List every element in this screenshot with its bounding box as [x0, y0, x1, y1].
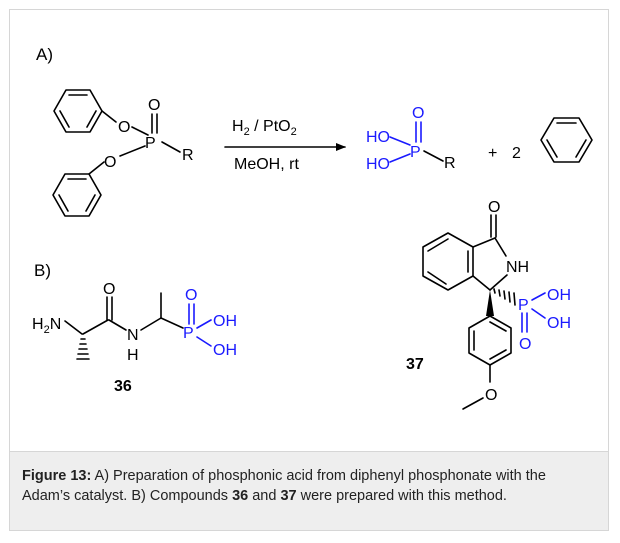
hashed-bond	[76, 338, 90, 360]
phenyl-ring-upper	[53, 89, 103, 133]
bond	[531, 308, 546, 319]
bond	[196, 319, 212, 329]
atom-oh: OH	[213, 342, 237, 359]
bond	[88, 161, 105, 175]
atom-o: O	[488, 199, 500, 216]
atom-h2n: H2N	[32, 316, 61, 336]
figure: A) O O P O R H2 / PtO2 MeOH	[9, 9, 609, 531]
atom-r: R	[182, 147, 194, 164]
benzene-ring	[540, 117, 593, 163]
atom-o: O	[103, 281, 115, 298]
bond	[161, 141, 181, 153]
atom-o: O	[485, 387, 497, 404]
bond	[82, 319, 109, 335]
atom-o: O	[519, 336, 531, 353]
compound-37: O NH P OH OH O	[406, 199, 571, 410]
reaction-scheme: A) O O P O R H2 / PtO2 MeOH	[32, 45, 593, 410]
bond	[472, 275, 491, 291]
arrow-head	[336, 143, 346, 151]
bond	[119, 145, 146, 157]
bond	[160, 317, 184, 329]
compound-number: 36	[114, 378, 132, 395]
bond	[131, 126, 149, 136]
benzo-ring	[422, 232, 474, 291]
bond	[389, 153, 411, 163]
bond	[389, 136, 411, 146]
product-phosphonic-acid: HO HO P O R	[366, 105, 456, 173]
atom-p: P	[410, 144, 421, 161]
bond	[108, 319, 127, 331]
atom-o: O	[118, 119, 130, 136]
bond	[140, 317, 162, 331]
caption-compound-36: 36	[232, 488, 249, 504]
aryl-ring	[468, 315, 512, 366]
atom-oh: OH	[213, 313, 237, 330]
atom-oh: OH	[547, 287, 571, 304]
atom-r: R	[444, 155, 456, 172]
wedge-bond	[486, 290, 494, 316]
caption-text: were prepared with this method.	[296, 488, 507, 504]
atom-p: P	[145, 135, 156, 152]
caption-compound-37: 37	[280, 488, 297, 504]
bond	[196, 336, 212, 347]
solvent-label: MeOH, rt	[234, 156, 299, 173]
coefficient: 2	[512, 145, 521, 162]
atom-o: O	[185, 287, 197, 304]
atom-ho: HO	[366, 156, 390, 173]
panel-label-a: A)	[36, 45, 53, 64]
compound-number: 37	[406, 356, 424, 373]
atom-o: O	[104, 154, 116, 171]
reagent-label: H2 / PtO2	[232, 118, 297, 138]
atom-oh: OH	[547, 315, 571, 332]
bond	[489, 274, 508, 291]
bond	[423, 150, 444, 162]
compound-36: H2N O N H P O OH	[32, 281, 237, 395]
bond	[472, 237, 496, 248]
figure-caption: Figure 13: A) Preparation of phosphonic …	[10, 451, 608, 530]
bond	[64, 320, 83, 335]
atom-h: H	[127, 347, 139, 364]
plus-sign: +	[488, 145, 497, 162]
atom-p: P	[183, 325, 194, 342]
caption-text: and	[248, 488, 281, 504]
atom-ho: HO	[366, 129, 390, 146]
atom-p: P	[518, 297, 529, 314]
phenyl-ring-lower	[52, 173, 102, 217]
panel-label-b: B)	[34, 261, 51, 280]
bond	[101, 110, 117, 123]
methyl-bond	[462, 397, 484, 410]
atom-n: N	[127, 327, 139, 344]
hashed-bond	[493, 288, 516, 306]
bond	[494, 237, 507, 257]
atom-o: O	[412, 105, 424, 122]
caption-label: Figure 13:	[22, 468, 92, 484]
atom-nh: NH	[506, 259, 529, 276]
atom-o: O	[148, 97, 160, 114]
caption-text: A) Preparation of phosphonic acid from d…	[22, 468, 546, 504]
bond	[531, 292, 546, 301]
